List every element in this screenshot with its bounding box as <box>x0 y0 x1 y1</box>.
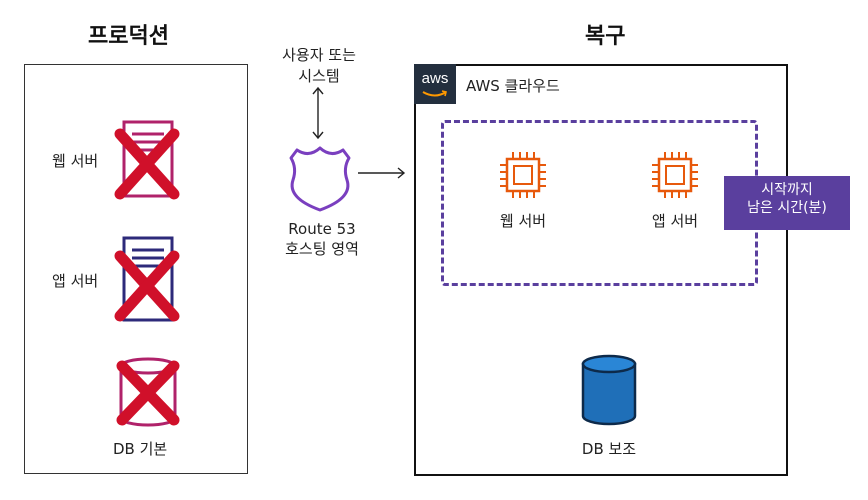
aws-logo-icon: aws <box>414 64 456 104</box>
aws-cloud-label: AWS 클라우드 <box>466 77 560 95</box>
badge-line1: 시작까지 <box>761 182 813 198</box>
startup-time-badge: 시작까지 남은 시간(분) <box>724 176 850 230</box>
failure-cross-icon <box>114 128 180 200</box>
recovery-title: 복구 <box>585 24 626 49</box>
route53-label-line2: 호스팅 영역 <box>285 240 359 258</box>
recovery-web-server-label: 웹 서버 <box>499 212 547 230</box>
production-db-primary-label: DB 기본 <box>113 440 168 458</box>
route53-shield-icon <box>289 146 351 212</box>
standby-group <box>441 120 758 286</box>
users-label-line2: 시스템 <box>298 67 340 85</box>
badge-line2: 남은 시간(분) <box>747 200 827 216</box>
users-label-line1: 사용자 또는 <box>282 46 356 64</box>
arrow-icon <box>358 167 406 179</box>
route53-label: Route 53 호스팅 영역 <box>262 220 382 259</box>
aws-logo-text: aws <box>421 70 449 87</box>
route53-label-line1: Route 53 <box>288 220 356 238</box>
ec2-chip-icon <box>652 152 698 198</box>
failure-cross-icon <box>116 360 180 426</box>
production-container <box>24 64 248 474</box>
arrow-icon <box>312 86 324 140</box>
recovery-app-server-label: 앱 서버 <box>651 212 699 230</box>
aws-cloud-container <box>414 64 788 476</box>
database-icon <box>581 354 637 426</box>
production-app-server-label: 앱 서버 <box>52 272 99 290</box>
recovery-db-secondary-label: DB 보조 <box>581 440 637 458</box>
failure-cross-icon <box>114 250 180 322</box>
production-title: 프로덕션 <box>88 24 169 49</box>
users-label: 사용자 또는 시스템 <box>264 44 374 86</box>
ec2-chip-icon <box>500 152 546 198</box>
production-web-server-label: 웹 서버 <box>52 152 99 170</box>
